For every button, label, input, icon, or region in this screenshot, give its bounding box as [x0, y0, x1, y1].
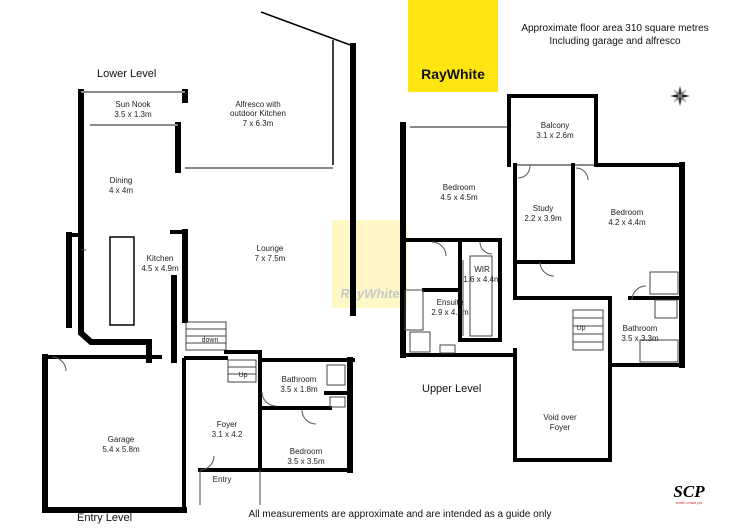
scp-brand-mark: SCP south coast pix [673, 482, 705, 505]
logo-background [408, 0, 498, 92]
compass-icon [670, 86, 690, 106]
garage-dim: 5.4 x 5.8m [102, 445, 140, 454]
foyer-dim: 3.1 x 4.2 [212, 430, 243, 439]
study-name: Study [533, 204, 553, 213]
lower-level-label: Lower Level [97, 68, 156, 80]
study-dim: 2.2 x 3.9m [524, 214, 562, 223]
watermark-text: RayWhite [340, 286, 399, 301]
lower-entry-plan: down Up [42, 11, 356, 513]
sun-nook-name: Sun Nook [115, 100, 151, 109]
area-note-line2: Including garage and alfresco [549, 36, 681, 47]
sun-nook-dim: 3.5 x 1.3m [114, 110, 152, 119]
balcony-name: Balcony [541, 121, 569, 130]
kitchen-dim: 4.5 x 4.9m [141, 264, 179, 273]
logo-text: RayWhite [421, 66, 485, 82]
wir-dim: 1.6 x 4.4m [463, 275, 501, 284]
stairs-up-upper-label: Up [577, 325, 586, 332]
stairs-up-upper: Up [572, 309, 604, 351]
kitchen-name: Kitchen [147, 254, 174, 263]
wir-name: WIR [474, 265, 490, 274]
scp-sub: south coast pix [676, 500, 703, 505]
stairs-up-entry: Up [227, 359, 257, 383]
void-name-line2: Foyer [550, 423, 571, 432]
bedroom-upper-left-dim: 4.5 x 4.5m [440, 193, 478, 202]
foyer-name: Foyer [217, 420, 238, 429]
watermark: RayWhite [332, 220, 407, 308]
bedroom-upper-right-name: Bedroom [611, 208, 644, 217]
stairs-down: down [185, 321, 227, 351]
bedroom-lower-name: Bedroom [290, 447, 323, 456]
entry-name: Entry [213, 475, 232, 484]
bathroom-upper-name: Bathroom [623, 324, 658, 333]
garage-name: Garage [108, 435, 135, 444]
bedroom-upper-right-dim: 4.2 x 4.4m [608, 218, 646, 227]
bedroom-upper-left-name: Bedroom [443, 183, 476, 192]
bedroom-lower-dim: 3.5 x 3.5m [287, 457, 325, 466]
ensuite-name: Ensuite [437, 298, 464, 307]
upper-plan: Up [400, 94, 685, 462]
void-name-line1: Void over [543, 413, 577, 422]
kitchen-island [109, 236, 135, 326]
alfresco-name-line2: outdoor Kitchen [230, 109, 286, 118]
alfresco-dim: 7 x 6.3m [243, 119, 274, 128]
footer-note: All measurements are approximate and are… [249, 509, 552, 520]
alfresco-name-line1: Alfresco with [235, 100, 280, 109]
scp-text: SCP [673, 482, 705, 501]
dining-dim: 4 x 4m [109, 186, 133, 195]
balcony-dim: 3.1 x 2.6m [536, 131, 574, 140]
lounge-name: Lounge [257, 244, 284, 253]
entry-level-label: Entry Level [77, 512, 132, 524]
ensuite-dim: 2.9 x 4.4m [431, 308, 469, 317]
area-note-line1: Approximate floor area 310 square metres [521, 23, 708, 34]
bathroom-lower-dim: 3.5 x 1.8m [280, 385, 318, 394]
raywhite-logo: RayWhite [408, 0, 498, 92]
bathroom-upper-dim: 3.5 x 3.3m [621, 334, 659, 343]
dining-name: Dining [110, 176, 133, 185]
upper-level-label: Upper Level [422, 383, 481, 395]
stairs-up-entry-label: Up [239, 372, 248, 379]
lounge-dim: 7 x 7.5m [255, 254, 286, 263]
bathroom-lower-name: Bathroom [282, 375, 317, 384]
stairs-down-label: down [202, 337, 219, 344]
